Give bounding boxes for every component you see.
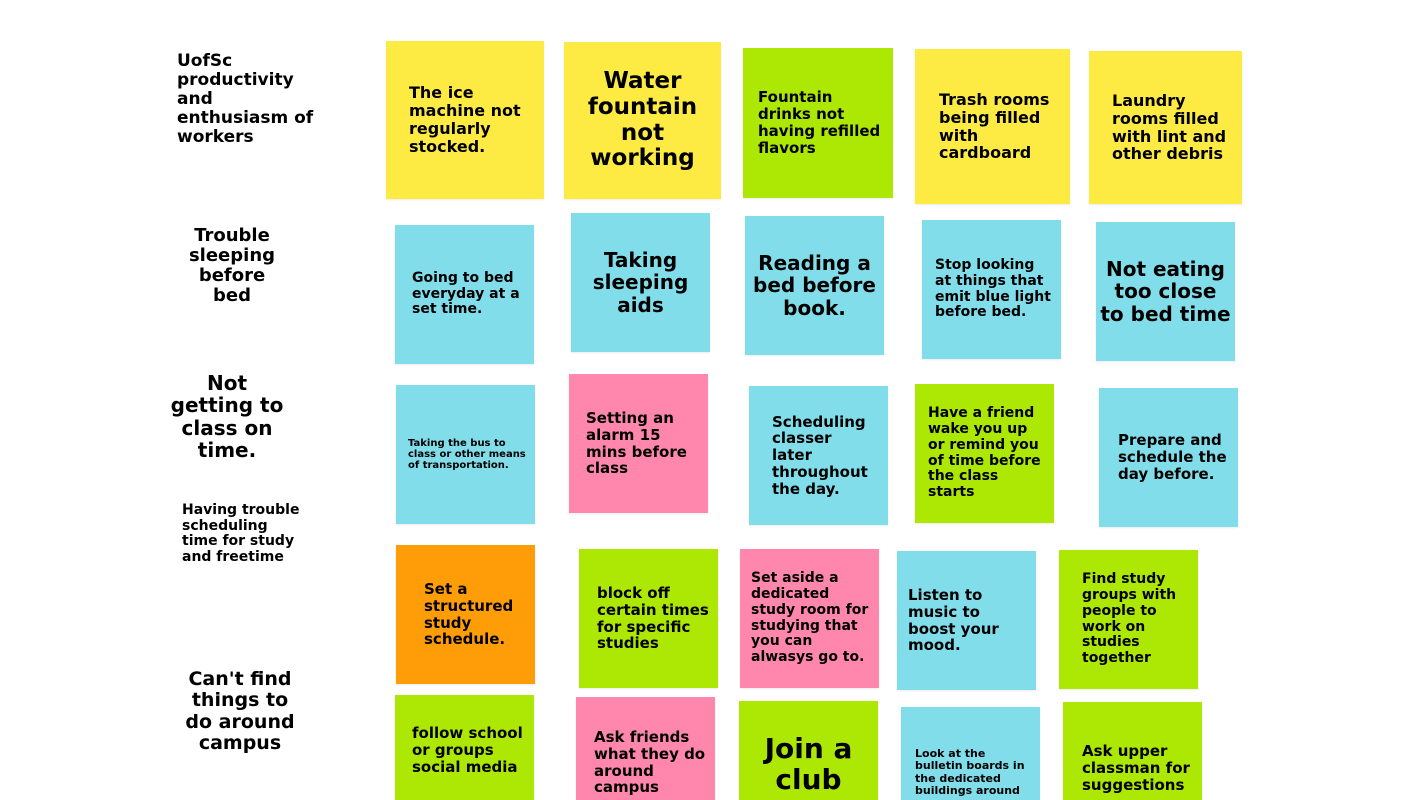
sticky-note: Set a structured study schedule. [396, 545, 535, 684]
row-label: Having trouble scheduling time for study… [182, 502, 300, 566]
sticky-note: Have a friend wake you up or remind you … [915, 384, 1054, 523]
sticky-note: follow school or groups social media [395, 695, 534, 800]
sticky-note: Fountain drinks not having refilled flav… [743, 48, 893, 198]
row-label: Not getting to class on time. [170, 371, 284, 463]
row-label: UofSc productivity and enthusiasm of wor… [177, 51, 314, 148]
row-label: Can't find things to do around campus [185, 668, 295, 754]
sticky-note: Taking sleeping aids [571, 213, 710, 352]
sticky-note: Setting an alarm 15 mins before class [569, 374, 708, 513]
sticky-note: Find study groups with people to work on… [1059, 550, 1198, 689]
sticky-note: Trash rooms being filled with cardboard [915, 49, 1070, 204]
sticky-note: Not eating too close to bed time [1096, 222, 1235, 361]
sticky-note: Reading a bed before book. [745, 216, 884, 355]
sticky-note: Join a club [739, 701, 878, 800]
sticky-note: Look at the bulletin boards in the dedic… [901, 707, 1040, 800]
sticky-note: The ice machine not regularly stocked. [386, 41, 544, 199]
sticky-note: Ask upper classman for suggestions [1063, 702, 1202, 800]
sticky-note: block off certain times for specific stu… [579, 549, 718, 688]
sticky-note: Prepare and schedule the day before. [1099, 388, 1238, 527]
sticky-note: Laundry rooms filled with lint and other… [1089, 51, 1242, 204]
sticky-note: Water fountain not working [564, 42, 721, 199]
sticky-note: Set aside a dedicated study room for stu… [740, 549, 879, 688]
sticky-note: Going to bed everyday at a set time. [395, 225, 534, 364]
sticky-note: Ask friends what they do around campus [576, 697, 715, 800]
sticky-note: Taking the bus to class or other means o… [396, 385, 535, 524]
sticky-note: Scheduling classer later throughout the … [749, 386, 888, 525]
sticky-note: Stop looking at things that emit blue li… [922, 220, 1061, 359]
sticky-note: Listen to music to boost your mood. [897, 551, 1036, 690]
row-label: Trouble sleeping before bed [188, 225, 276, 307]
